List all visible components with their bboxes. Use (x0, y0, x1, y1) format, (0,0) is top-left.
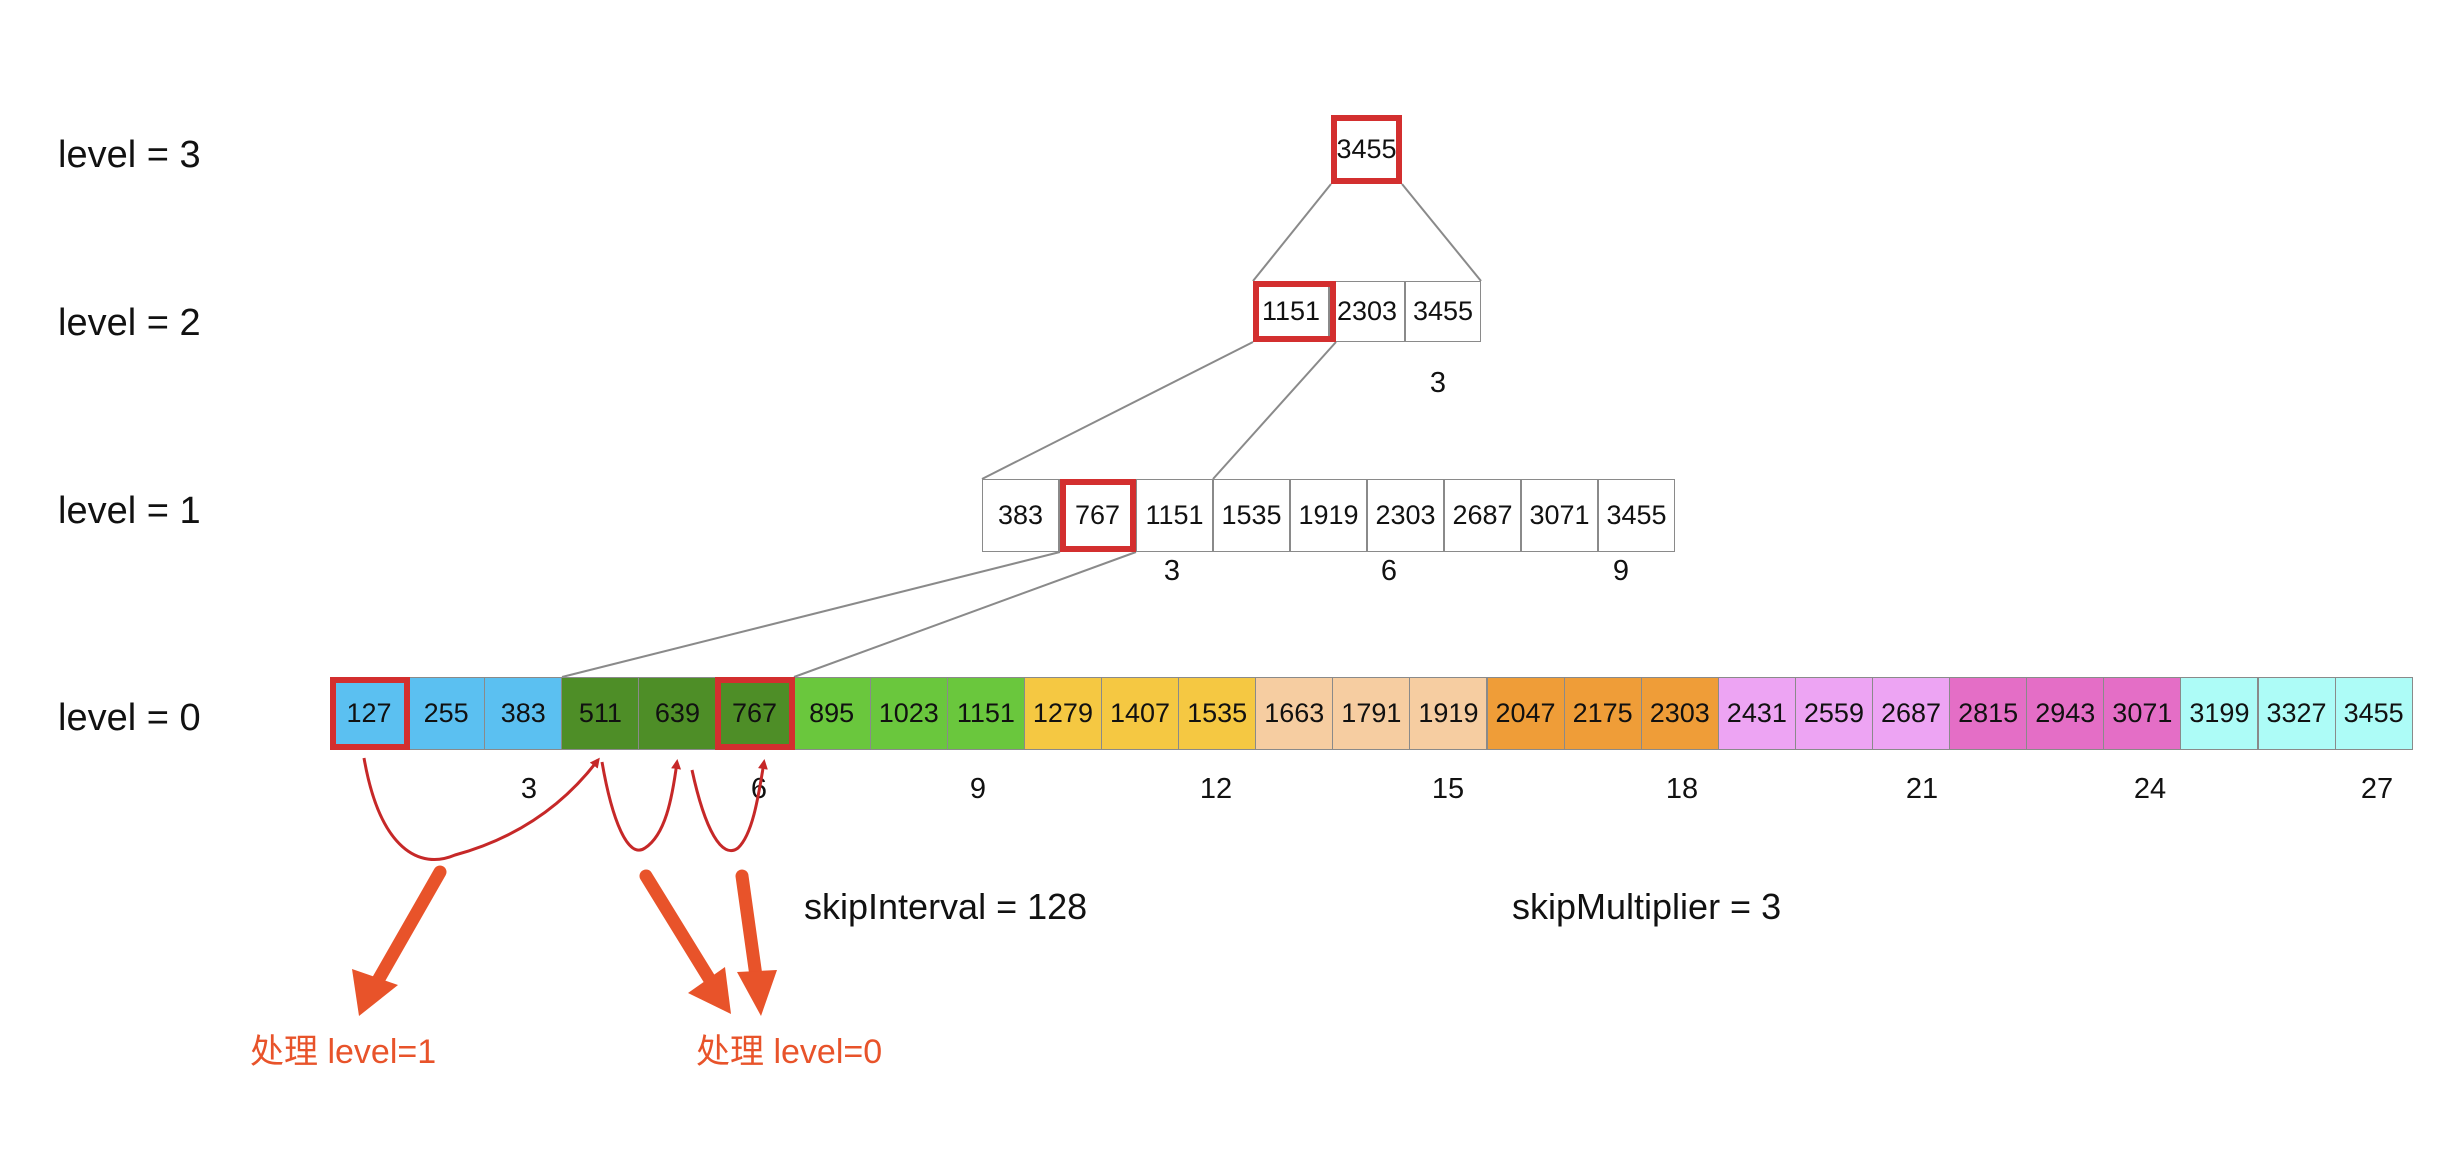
level2-count: 3 (1429, 367, 1447, 399)
arrow-level1-head (352, 969, 398, 1016)
skip-multiplier-label: skipMultiplier = 3 (1512, 886, 1782, 927)
skip-arc-127-to-511 (362, 757, 600, 861)
level1-count: 6 (1380, 555, 1398, 587)
level0-cell: 2175 (1563, 677, 1642, 750)
level1-cell: 1535 (1213, 479, 1290, 552)
level0-cell: 2815 (1949, 677, 2028, 750)
level1-cell: 1151 (1136, 479, 1213, 552)
level0-count: 3 (520, 773, 538, 805)
level1-cell: 1919 (1290, 479, 1367, 552)
level-label-1: level = 1 (58, 490, 201, 532)
level0-cell: 1023 (869, 677, 948, 750)
level2-highlight (1253, 281, 1336, 342)
level0-count: 27 (2360, 773, 2394, 805)
connector-l3-left (1252, 183, 1332, 282)
level2-cell: 2303 (1329, 281, 1405, 342)
level0-highlight-767 (715, 677, 795, 750)
level0-cell: 3071 (2103, 677, 2182, 750)
connector-l1-left (561, 551, 1061, 678)
level0-count: 21 (1905, 773, 1939, 805)
level0-cell: 2559 (1794, 677, 1873, 750)
connector-l2-left (981, 341, 1254, 480)
level0-cell: 3455 (2334, 677, 2413, 750)
level1-count: 3 (1163, 555, 1181, 587)
level0-cell: 2047 (1486, 677, 1565, 750)
level3-highlight (1331, 115, 1402, 184)
level0-count: 24 (2133, 773, 2167, 805)
level0-cell: 639 (638, 677, 717, 750)
level0-cell: 1919 (1409, 677, 1488, 750)
skip-arc-511-to-639 (600, 759, 682, 852)
level0-cell: 2687 (1872, 677, 1951, 750)
level1-cell: 2303 (1367, 479, 1444, 552)
level0-count: 18 (1665, 773, 1699, 805)
level0-count: 9 (969, 773, 987, 805)
level0-cell: 127 (330, 677, 409, 750)
arrow-level0-b-head (737, 970, 777, 1016)
level0-cell: 1407 (1101, 677, 1180, 750)
level1-highlight (1060, 479, 1136, 552)
level1-cell: 3071 (1521, 479, 1598, 552)
arrow-level0-a-head (688, 967, 731, 1014)
level0-cell: 1663 (1255, 677, 1334, 750)
connector-l3-right (1401, 183, 1482, 282)
skip-interval-label: skipInterval = 128 (804, 886, 1088, 927)
level0-cell: 1791 (1332, 677, 1411, 750)
level-label-2: level = 2 (58, 302, 201, 344)
level-label-0: level = 0 (58, 697, 201, 739)
level1-cell: 2687 (1444, 479, 1521, 552)
level-label-3: level = 3 (58, 134, 201, 176)
level1-cell: 383 (982, 479, 1059, 552)
level0-highlight-127 (330, 677, 410, 750)
level0-cell: 3199 (2180, 677, 2259, 750)
caption-process-level0: 处理 level=0 (696, 1033, 883, 1071)
level0-count: 15 (1431, 773, 1465, 805)
arrow-level0-b-shaft (735, 869, 763, 983)
level0-cell: 3327 (2257, 677, 2336, 750)
level0-count: 12 (1199, 773, 1233, 805)
level1-count: 9 (1612, 555, 1630, 587)
level0-cell: 1279 (1023, 677, 1102, 750)
level2-cell: 3455 (1405, 281, 1481, 342)
skip-arc-639-to-767 (690, 759, 768, 852)
connector-l1-right (793, 551, 1137, 678)
level0-cell: 511 (561, 677, 640, 750)
caption-process-level1: 处理 level=1 (250, 1033, 437, 1071)
arrow-level0-a-shaft (639, 869, 717, 987)
connector-l2-right (1212, 341, 1337, 480)
level1-cell: 3455 (1598, 479, 1675, 552)
level0-cell: 255 (407, 677, 486, 750)
arrow-level1-shaft (369, 865, 447, 991)
level0-cell: 767 (715, 677, 794, 750)
